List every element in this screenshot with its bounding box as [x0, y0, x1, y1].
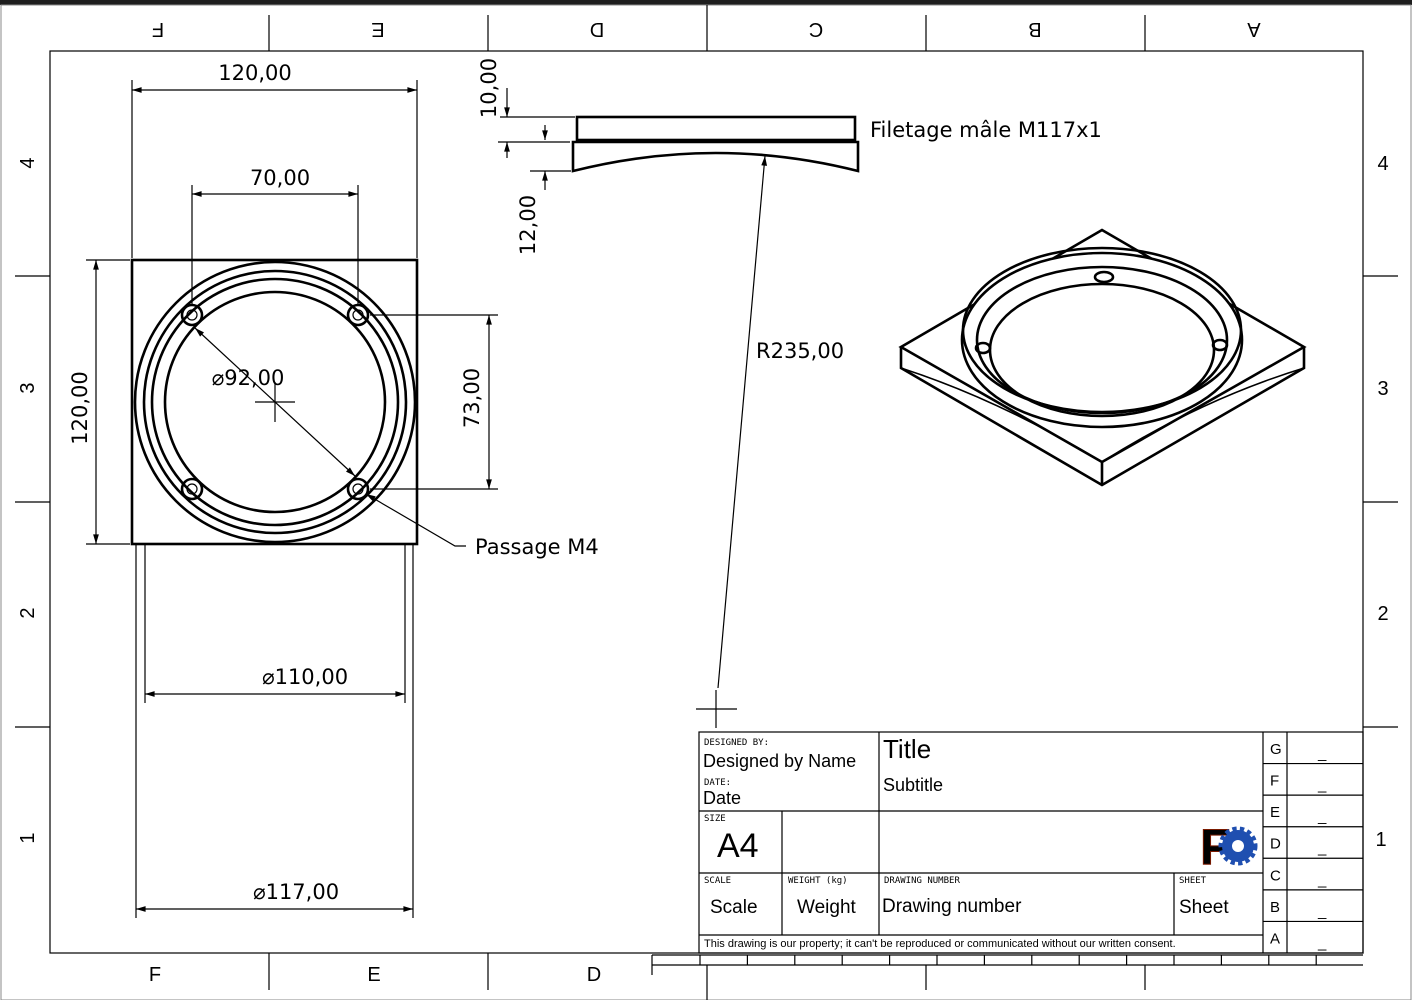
hole — [346, 477, 370, 501]
zone-left-4: 4 — [17, 157, 39, 168]
revision-row: B_ — [1263, 889, 1363, 920]
designed-by: Designed by Name — [703, 751, 856, 771]
zone-top-d: D — [590, 18, 604, 40]
dim-diam-117: ⌀117,00 — [253, 880, 339, 904]
drawing-number: Drawing number — [882, 896, 1022, 917]
revision-value: _ — [1317, 840, 1327, 857]
dim-hole-circle: ⌀92,00 — [212, 366, 285, 390]
label-thread: Filetage mâle M117x1 — [870, 118, 1102, 142]
sheet-border — [0, 4, 1412, 1000]
zone-left-1: 1 — [17, 832, 39, 843]
size: A4 — [717, 827, 759, 865]
weight-label: WEIGHT (kg) — [788, 876, 848, 886]
date-label: DATE: — [704, 778, 731, 788]
revision-value: _ — [1317, 745, 1327, 762]
zone-bottom-e: E — [367, 964, 380, 986]
revision-row: D_ — [1263, 826, 1363, 857]
size-label: SIZE — [704, 814, 726, 824]
designed-by-label: DESIGNED BY: — [704, 738, 769, 748]
zone-bottom-d: D — [587, 964, 601, 986]
revision-row: C_ — [1263, 857, 1363, 888]
revision-value: _ — [1317, 903, 1327, 920]
zone-top-a: A — [1247, 18, 1261, 40]
hole — [180, 477, 204, 501]
revision-value: _ — [1317, 871, 1327, 888]
revision-value: _ — [1317, 934, 1327, 951]
zone-top-b: B — [1028, 18, 1041, 40]
scale-label: SCALE — [704, 876, 731, 886]
drawing-number-label: DRAWING NUMBER — [884, 876, 960, 886]
zone-markers — [15, 5, 1398, 1000]
side-view: 10,00 12,00 R235,00 Filetage mâle M117x1 — [477, 58, 1102, 728]
title-block: G_F_E_D_C_B_A_ DESIGNED BY: Designed by … — [698, 731, 1364, 954]
zone-labels: F E D C B A F E D 4 3 2 1 4 3 2 1 — [17, 18, 1389, 986]
title: Title — [883, 734, 931, 764]
zone-bottom-f: F — [149, 964, 161, 986]
revision-letter: G — [1270, 741, 1282, 758]
revision-row: A_ — [1263, 920, 1363, 951]
revision-letter: A — [1270, 930, 1280, 947]
revision-letter: F — [1270, 773, 1279, 790]
dim-thickness-10: 10,00 — [477, 58, 501, 118]
revision-row: G_ — [1270, 741, 1327, 762]
zone-top-f: F — [152, 18, 164, 40]
sheet: Sheet — [1179, 897, 1229, 918]
zone-right-1: 1 — [1375, 829, 1386, 851]
dim-hole-spacing-x: 70,00 — [250, 166, 310, 190]
dim-width-top: 120,00 — [218, 61, 291, 85]
label-passage-m4: Passage M4 — [475, 535, 599, 559]
date: Date — [703, 788, 741, 808]
zone-right-4: 4 — [1377, 153, 1388, 175]
bottom-scale-ticks — [699, 955, 1317, 965]
weight: Weight — [797, 897, 857, 918]
scale: Scale — [710, 897, 758, 918]
revision-letter: E — [1270, 804, 1280, 821]
zone-left-3: 3 — [17, 382, 39, 393]
dim-thickness-12: 12,00 — [516, 195, 540, 255]
zone-right-2: 2 — [1377, 603, 1388, 625]
revision-row: F_ — [1263, 762, 1363, 794]
dim-radius: R235,00 — [756, 339, 844, 363]
zone-left-2: 2 — [17, 607, 39, 618]
revision-row: E_ — [1263, 794, 1363, 825]
isometric-view — [898, 228, 1307, 487]
freecad-logo: F — [1200, 819, 1258, 876]
dim-hole-spacing-y: 73,00 — [460, 368, 484, 428]
revision-letter: B — [1270, 899, 1280, 916]
zone-top-c: C — [809, 18, 823, 40]
dim-diam-110: ⌀110,00 — [262, 665, 348, 689]
window-top-bar — [0, 0, 1412, 5]
front-view: 120,00 70,00 120,00 73,00 ⌀92,00 ⌀110,00… — [68, 61, 599, 918]
sheet-label: SHEET — [1179, 876, 1207, 886]
zone-top-e: E — [371, 18, 384, 40]
dim-height-left: 120,00 — [68, 371, 92, 444]
disclaimer: This drawing is our property; it can't b… — [704, 938, 1176, 950]
revision-value: _ — [1317, 808, 1327, 825]
revision-value: _ — [1317, 777, 1327, 794]
subtitle: Subtitle — [883, 775, 943, 795]
revision-letter: C — [1270, 867, 1281, 884]
revision-letter: D — [1270, 836, 1281, 853]
zone-right-3: 3 — [1377, 378, 1388, 400]
